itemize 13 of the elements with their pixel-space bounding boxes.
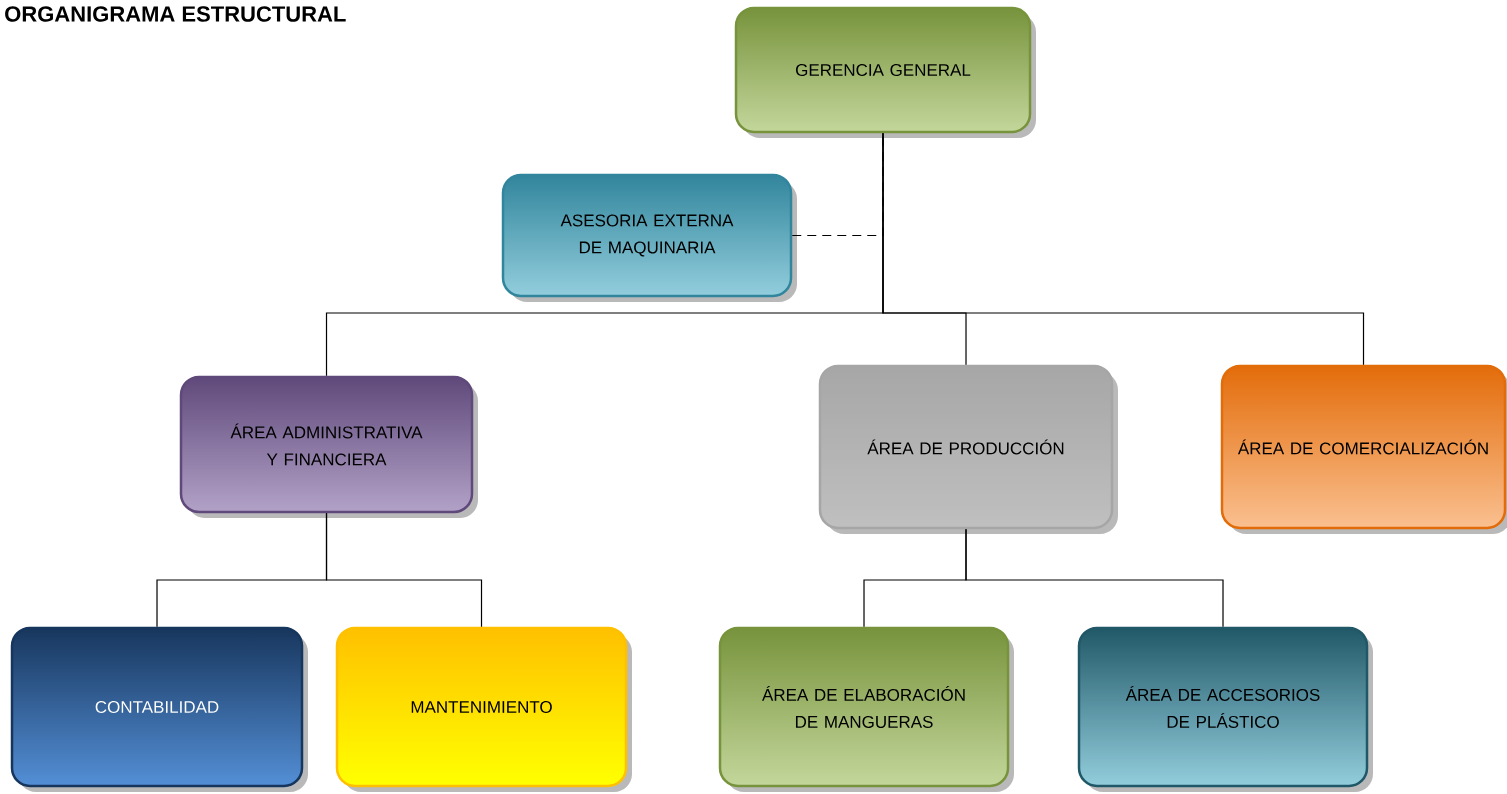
org-box: ASESORIA EXTERNA DE MAQUINARIA	[501, 173, 797, 302]
org-box: ÁREA ADMINISTRATIVA Y FINANCIERA	[179, 375, 478, 518]
title: ORGANIGRAMA ESTRUCTURAL	[5, 6, 346, 22]
org-box: CONTABILIDAD	[10, 626, 308, 792]
connector-line	[325, 512, 483, 628]
org-box: ÁREA DE PRODUCCIÓN	[818, 364, 1118, 534]
connector-line	[882, 132, 1365, 366]
org-box: ÁREA DE ELABORACIÓN DE MANGUERAS	[718, 626, 1014, 792]
connector-line	[965, 528, 1224, 628]
org-box: ÁREA DE COMERCIALIZACIÓN	[1220, 364, 1507, 534]
org-box: ÁREA DE ACCESORIOS DE PLÁSTICO	[1077, 626, 1373, 792]
org-box: MANTENIMIENTO	[335, 626, 632, 792]
org-box: GERENCIA GENERAL	[734, 6, 1036, 138]
